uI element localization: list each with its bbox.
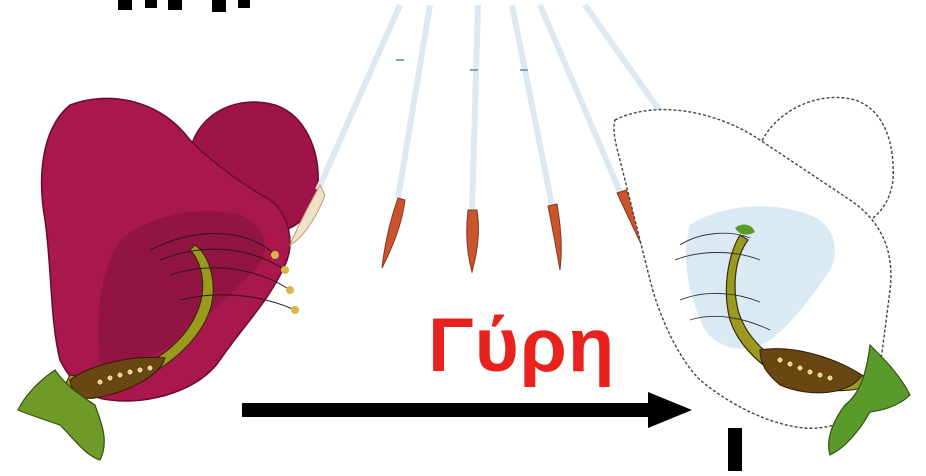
arrow-shaft: [242, 403, 654, 417]
arrow-head: [648, 392, 692, 428]
brush-ferrules: [396, 60, 528, 70]
top-marks: [118, 0, 250, 12]
marker-bar: [728, 428, 742, 471]
arrow: [242, 392, 692, 428]
pollen-label: Γύρη: [428, 308, 615, 384]
brush-2: [382, 5, 430, 268]
brush-3: [467, 5, 479, 272]
